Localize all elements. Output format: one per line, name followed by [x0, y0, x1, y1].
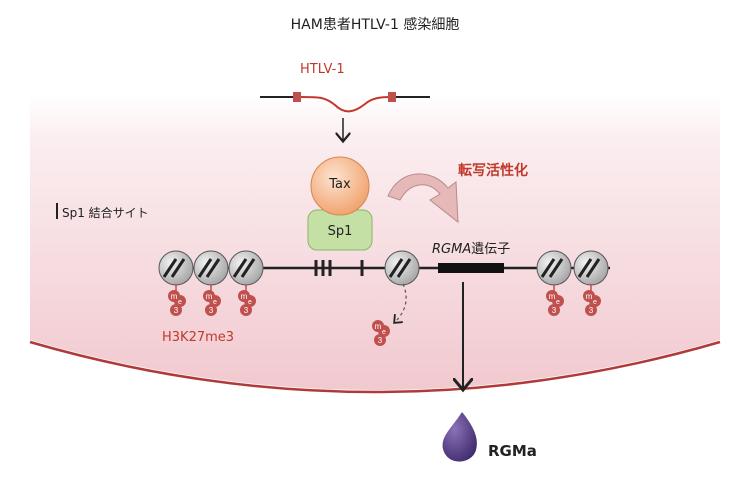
methyl-tag: me3: [583, 284, 601, 316]
svg-text:3: 3: [589, 306, 594, 315]
htlv1-label: HTLV-1: [300, 62, 345, 77]
sp1-label: Sp1: [327, 224, 353, 239]
cell-membrane: [29, 340, 721, 394]
svg-text:m: m: [171, 292, 178, 301]
activation-label: 転写活性化: [458, 163, 528, 179]
htlv1-provirus: [260, 92, 430, 113]
nucleosome: [228, 250, 264, 286]
gene-label: RGMA遺伝子: [432, 238, 510, 257]
ltr-box-right: [388, 92, 396, 102]
svg-text:e: e: [556, 299, 560, 306]
svg-text:m: m: [549, 292, 556, 301]
svg-text:e: e: [593, 299, 597, 306]
demethylation-arrow: [395, 283, 407, 322]
svg-text:3: 3: [552, 306, 557, 315]
nucleosome: [193, 250, 229, 286]
svg-text:3: 3: [174, 306, 179, 315]
svg-text:e: e: [213, 299, 217, 306]
methyl-tag: me3: [546, 284, 564, 316]
methyl-tag: me3: [168, 284, 186, 316]
svg-text:m: m: [586, 292, 593, 301]
methyl-tag: me3: [203, 284, 221, 316]
nucleosome: [573, 250, 609, 286]
svg-text:e: e: [178, 299, 182, 306]
svg-text:m: m: [206, 292, 213, 301]
activation-arrow: [387, 173, 459, 224]
methyl-tag: me3: [372, 320, 390, 346]
methyl-tag: me3: [238, 284, 256, 316]
tax-label: Tax: [329, 177, 351, 192]
rgma-gene-body: [438, 263, 504, 273]
svg-text:3: 3: [378, 336, 383, 345]
ltr-box-left: [293, 92, 301, 102]
sp1-site-legend-label: Sp1 結合サイト: [62, 206, 149, 220]
diagram-title: HAM患者HTLV-1 感染細胞: [290, 17, 460, 33]
svg-text:3: 3: [209, 306, 214, 315]
svg-text:m: m: [241, 292, 248, 301]
svg-text:e: e: [248, 299, 252, 306]
svg-text:e: e: [382, 329, 386, 336]
gene-name: RGMA: [432, 242, 472, 257]
svg-text:m: m: [375, 322, 382, 331]
nucleosome: [536, 250, 572, 286]
svg-text:3: 3: [244, 306, 249, 315]
tax-protein: [310, 156, 370, 216]
sp1-site-legend-bar: [56, 203, 58, 219]
sp1-binding-sites: [314, 260, 364, 276]
nucleosome-group: [158, 250, 609, 286]
cell-body: [30, 95, 720, 390]
rgma-protein-label: RGMa: [488, 442, 537, 460]
histone-mark-label: H3K27me3: [162, 330, 235, 345]
nucleosome: [384, 250, 420, 286]
gene-suffix: 遺伝子: [471, 242, 511, 257]
nucleosome: [158, 250, 194, 286]
rgma-protein-icon: [442, 412, 477, 462]
